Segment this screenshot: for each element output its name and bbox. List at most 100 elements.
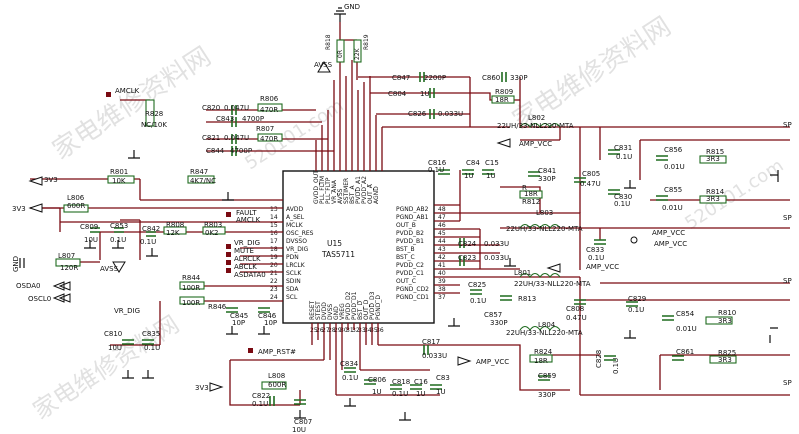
chip-pin-label: SCL: [286, 294, 298, 301]
chip-pin-label: GVDD_OUT: [313, 170, 320, 204]
net-sp-label: SP: [783, 121, 792, 129]
l808-value: 600R: [268, 381, 286, 389]
r810-value: 3R3: [718, 317, 732, 325]
l803-value: 22UH/33-NLL220-MTA: [506, 225, 583, 233]
c826-value: 0.033U: [438, 110, 463, 118]
r803-value: 0K2: [205, 229, 219, 237]
r844-value: 100R: [182, 284, 200, 292]
cap-c834: [344, 367, 356, 373]
cap-c806: [364, 379, 376, 385]
resistor-r803: [202, 226, 226, 235]
c83-ref: C83: [436, 374, 450, 382]
chip-pin-number: 41: [438, 262, 446, 269]
c817-value: 0.033U: [422, 352, 447, 360]
c856-value: 0.01U: [664, 163, 685, 171]
c806-value: 1U: [372, 388, 382, 396]
gnd-symbol: [222, 192, 234, 201]
l801-ref: L801: [514, 269, 531, 277]
cap-c805: [574, 177, 586, 183]
net-fault-label: FAULT: [236, 209, 257, 217]
cap-c829: [626, 301, 638, 307]
chip-pin-label: OSC_RES: [286, 230, 314, 237]
net-sp-label: SP: [783, 277, 792, 285]
chip-pin-label: BST_D: [357, 301, 364, 320]
c835-value: 0.1U: [144, 344, 160, 352]
c810-ref: C810: [104, 330, 122, 338]
gnd-symbol: [84, 240, 96, 249]
chip-pin-number: 30: [340, 327, 348, 334]
net-sp-label: SP: [783, 379, 792, 387]
cap-c15: [482, 169, 494, 175]
c808-value: 0.47U: [566, 314, 587, 322]
mute-marker: [226, 244, 231, 249]
chip-pin-label: PGND_AB1: [396, 214, 429, 221]
chip-pin-number: 15: [270, 222, 278, 229]
net-vr-dig-label: VR_DIG: [114, 307, 140, 315]
l803-ref: L803: [536, 209, 553, 217]
l802-value: 22UH/33-NLL220-MTA: [497, 122, 574, 130]
chip-pin-number: 31: [346, 327, 354, 334]
abclk-marker: [226, 260, 231, 265]
net-avss-label: AVSS: [314, 61, 333, 69]
fault-marker: [226, 212, 231, 217]
net-amp-vcc-label: AMP_VCC: [476, 358, 509, 366]
amclk-marker: [106, 92, 111, 97]
gnd-symbol: [769, 327, 778, 343]
cap-c843: [231, 117, 237, 127]
avss-symbol: [112, 261, 126, 273]
net-flag-amp-vcc: [457, 356, 472, 366]
cap-c841: [528, 171, 540, 177]
r808-value: 12K: [166, 229, 180, 237]
c842-ref: C842: [142, 225, 160, 233]
c845-ref: C845: [230, 312, 248, 320]
chip-pin-number: 33: [358, 327, 366, 334]
c857-value: 330P: [490, 319, 508, 327]
net-vr-dig-label: VR_DIG: [234, 239, 260, 247]
c809-ref: C809: [80, 223, 98, 231]
cap-c826: [429, 109, 435, 119]
chip-pin-number: 37: [438, 294, 446, 301]
cap-c808: [574, 299, 586, 305]
c829-ref: C829: [628, 295, 646, 303]
c825-ref: C825: [468, 281, 486, 289]
cap-c853: [114, 227, 124, 233]
r815-value: 3R3: [706, 155, 720, 163]
l806-value: 600R: [67, 202, 85, 210]
inductor-l806: [63, 204, 89, 213]
chip-pin-number: 21: [270, 270, 278, 277]
chip-pin-label: SDIN: [286, 278, 301, 285]
cap-c822: [269, 396, 275, 406]
c820-ref: C820: [202, 104, 220, 112]
gnd-symbol: [334, 7, 346, 22]
chip-pin-number: 17: [270, 238, 278, 245]
watermark-url: 520101.com: [241, 95, 347, 174]
c818-ref: C818: [392, 378, 410, 386]
inductor-l802: [519, 122, 561, 128]
cap-c809: [90, 227, 100, 233]
chip-pin-label: GND: [333, 306, 340, 320]
chip-pin-number: 13: [270, 206, 278, 213]
r828-value: NC/10K: [141, 121, 167, 129]
c833-value: 0.1U: [588, 254, 604, 262]
resistor-r806: [257, 103, 283, 112]
chip-pin-label: A_SEL: [286, 214, 305, 221]
r814-ref: R814: [706, 188, 725, 196]
chip-pin-number: 35: [370, 327, 378, 334]
c84-value: 1U: [464, 172, 474, 180]
l801-value: 22UH/33-NLL220-MTA: [514, 280, 591, 288]
cap-c16: [410, 384, 422, 390]
c854-ref: C854: [676, 310, 695, 318]
resistor-r-18r: [519, 190, 543, 199]
net-flag-3v3: [28, 203, 43, 213]
cap-c844: [231, 146, 237, 156]
c824-ref: C824: [458, 240, 477, 248]
gnd-symbol: [448, 318, 460, 327]
cap-c855: [656, 195, 668, 201]
r828-ref: R828: [145, 110, 163, 118]
chip-pin-number: 32: [352, 327, 360, 334]
chip-pin-label: SCLK: [286, 270, 302, 277]
inductor-l808: [261, 381, 287, 390]
cap-c854: [662, 315, 674, 321]
chip-pin-label: STEST: [315, 301, 322, 320]
c16-value: 1U: [416, 390, 426, 398]
